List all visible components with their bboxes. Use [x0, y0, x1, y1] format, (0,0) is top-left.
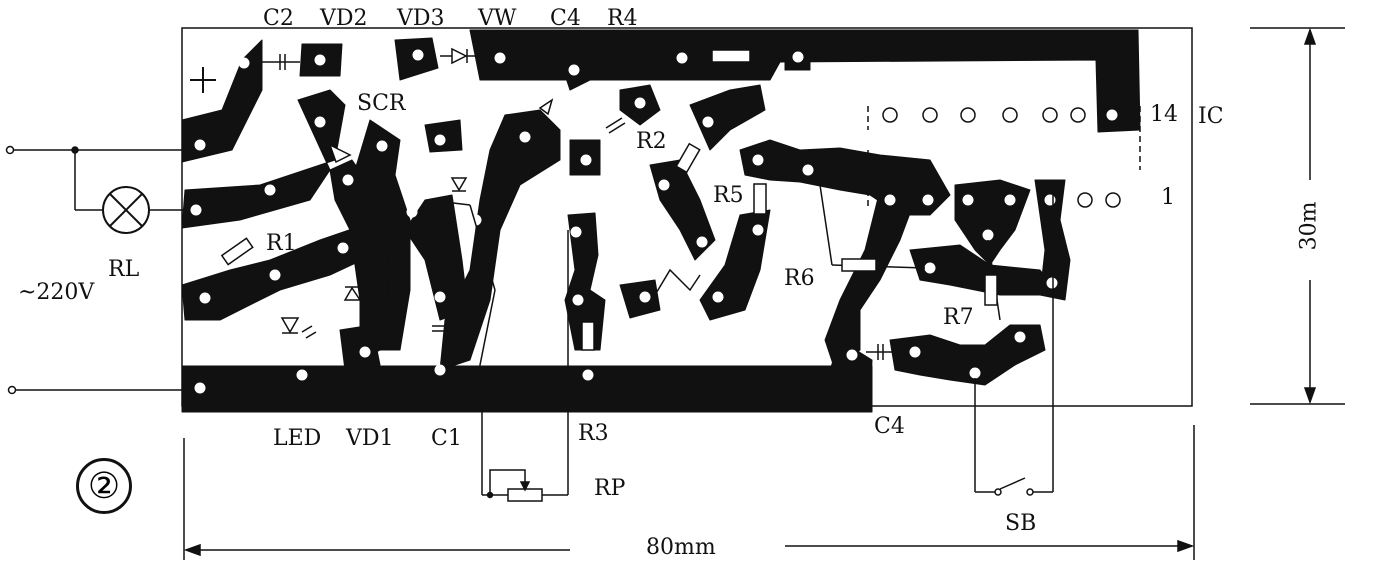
mains-wiring [5, 145, 190, 395]
label-c1: C1 [431, 426, 462, 451]
component-symbols [220, 47, 1054, 502]
label-vd2: VD2 [320, 6, 368, 31]
label-rl: RL [108, 257, 140, 282]
label-r3: R3 [578, 421, 609, 446]
label-r5: R5 [713, 183, 744, 208]
label-rp: RP [594, 476, 626, 501]
dimension-lines [183, 27, 1345, 560]
label-led: LED [273, 426, 322, 451]
label-vw: VW [478, 6, 517, 31]
label-vd3: VD3 [397, 6, 445, 31]
label-c4-bottom: C4 [874, 414, 905, 439]
label-r1: R1 [266, 231, 297, 256]
label-sb: SB [1005, 511, 1037, 536]
copper-traces [181, 29, 1141, 413]
label-r7: R7 [943, 305, 974, 330]
label-ic-pin14: 14 [1150, 102, 1178, 127]
figure-number: ② [76, 458, 132, 514]
label-r6: R6 [784, 266, 815, 291]
plus-sign [190, 67, 216, 93]
lamp-rl [102, 186, 150, 234]
label-scr: SCR [357, 91, 406, 116]
label-ic: IC [1198, 104, 1224, 129]
label-vd1: VD1 [346, 426, 394, 451]
ic-outline [867, 106, 1141, 210]
label-ic-pin1: 1 [1161, 185, 1175, 210]
label-voltage: ~220V [18, 280, 95, 305]
label-c2: C2 [263, 6, 294, 31]
dimension-height: 30m [1296, 201, 1322, 251]
label-r4: R4 [607, 6, 638, 31]
label-c4-top: C4 [550, 6, 581, 31]
dimension-width: 80mm [646, 535, 716, 560]
label-r2: R2 [636, 129, 667, 154]
